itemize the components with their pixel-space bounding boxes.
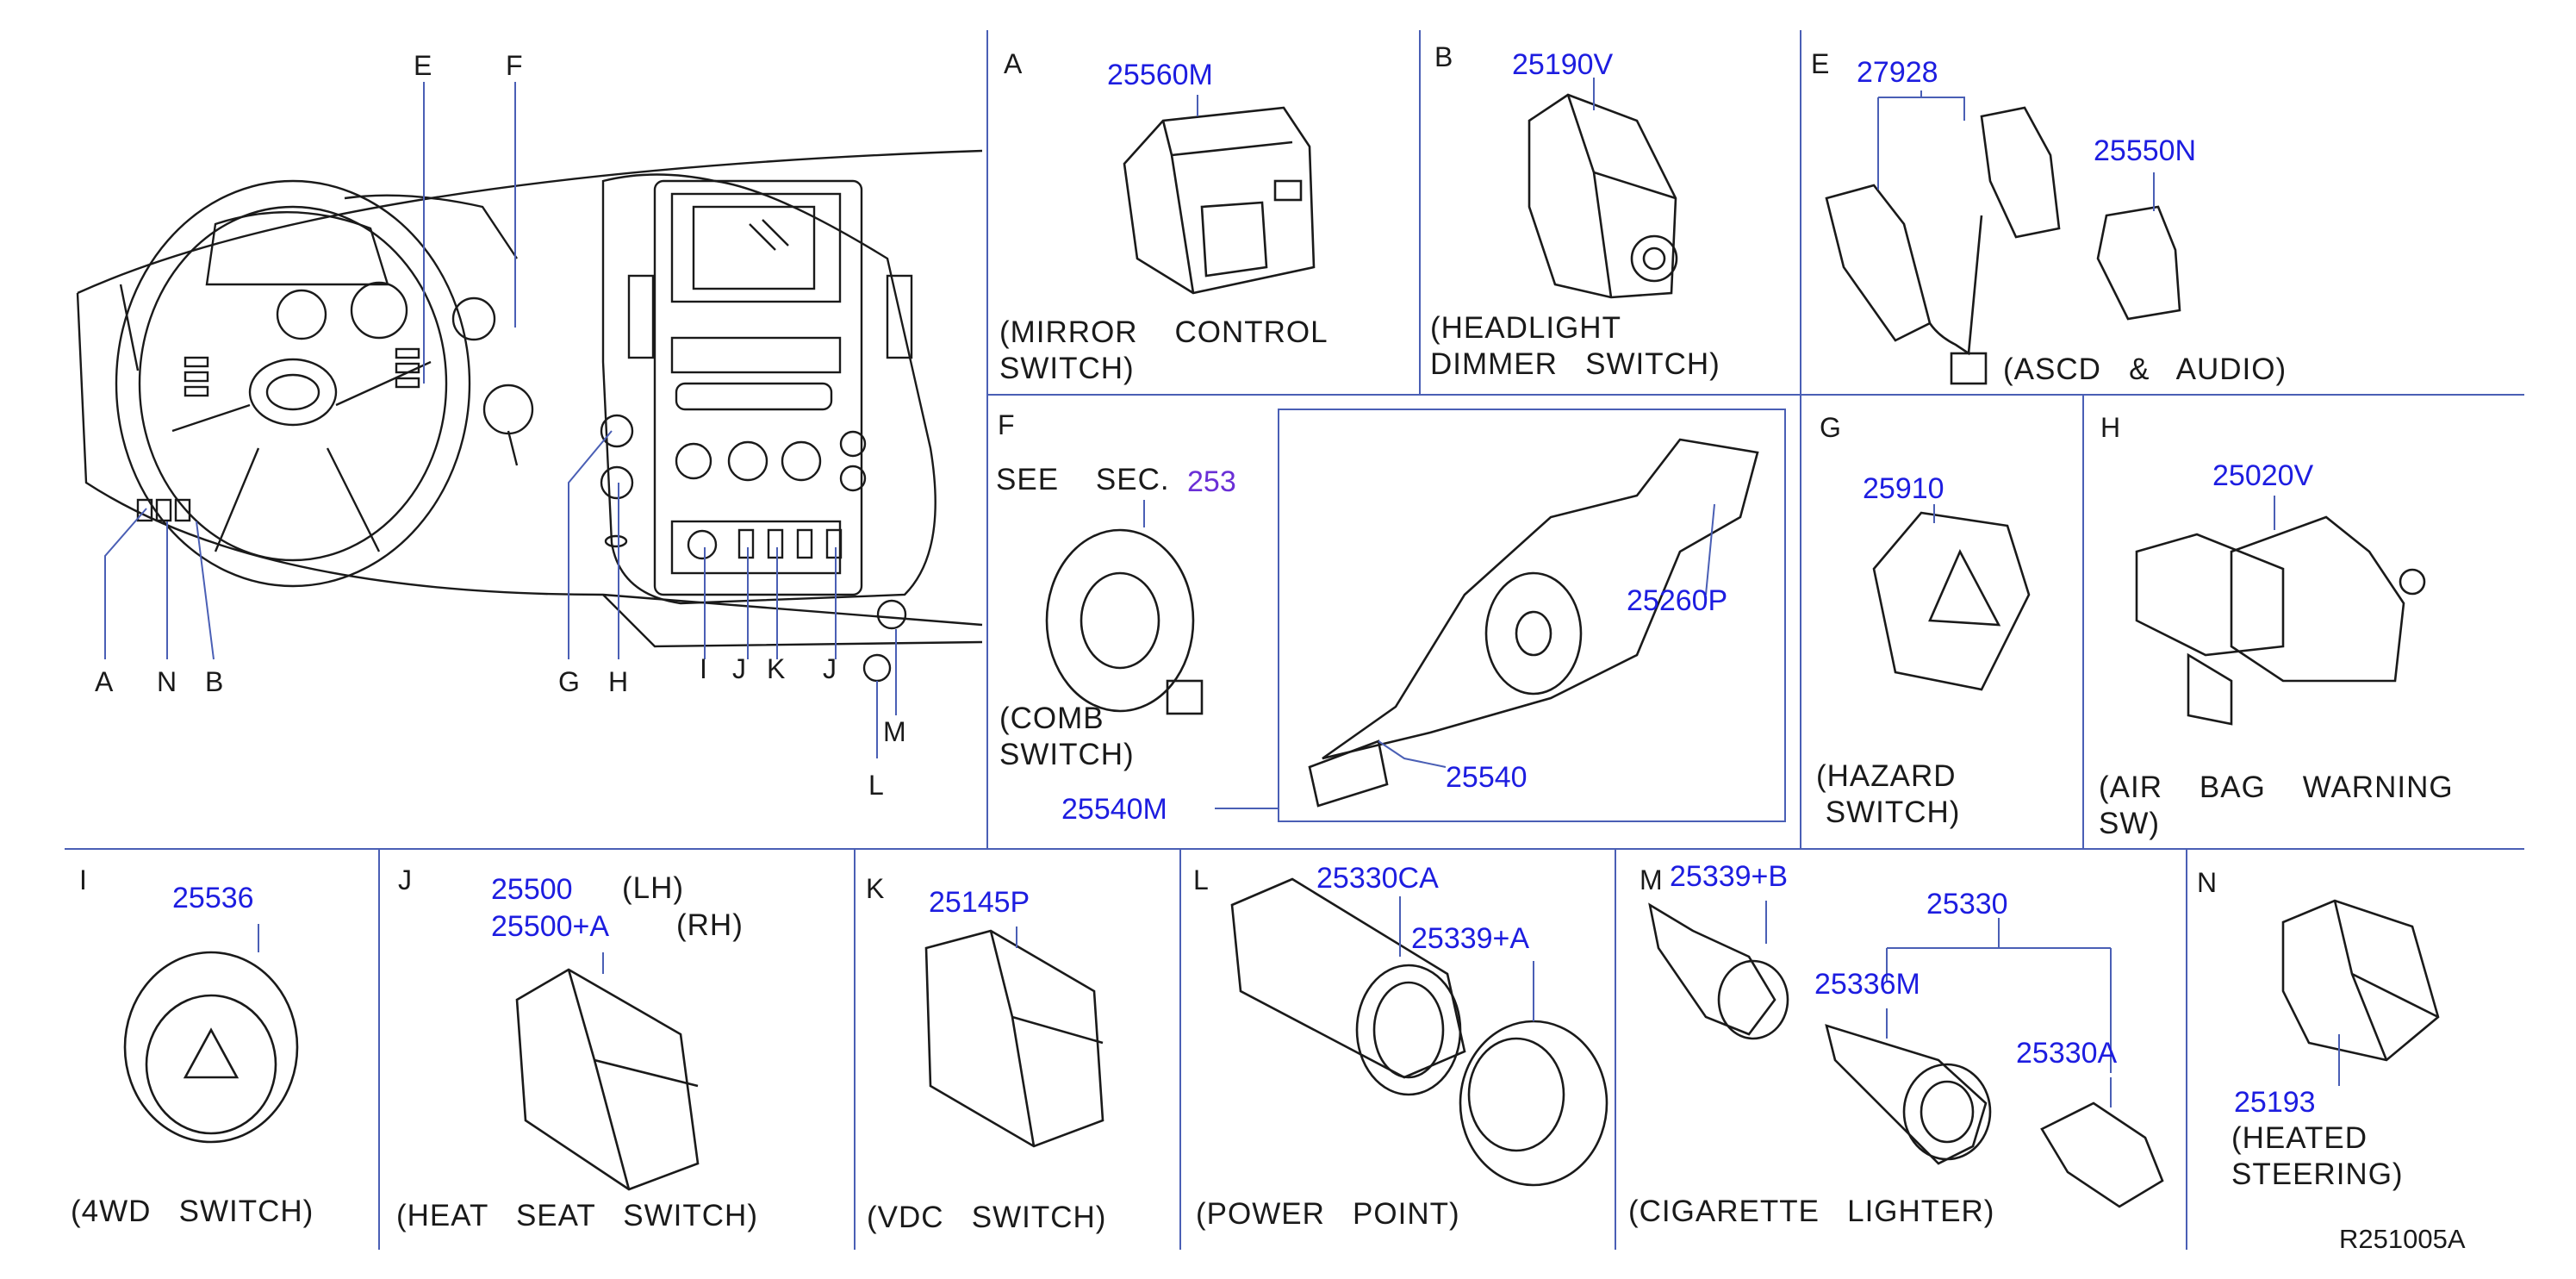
section-i-caption: (4WD SWITCH) — [71, 1195, 314, 1228]
section-f-part-25540: 25540 — [1446, 761, 1528, 794]
section-k-letter: K — [866, 873, 885, 904]
section-a-caption: (MIRROR CONTROL SWITCH) — [999, 315, 1328, 385]
section-h-letter: H — [2100, 412, 2121, 443]
overview-letter-j1: J — [732, 653, 746, 684]
section-f-section-number: 253 — [1187, 465, 1236, 498]
section-h-caption: (AIR BAG WARNING SW) — [2099, 771, 2454, 840]
section-i-letter: I — [79, 864, 87, 895]
section-l-caption: (POWER POINT) — [1196, 1197, 1460, 1231]
overview-letter-a: A — [95, 666, 114, 697]
section-l-letter: L — [1193, 864, 1209, 895]
section-m-caption: (CIGARETTE LIGHTER) — [1628, 1195, 1995, 1228]
section-m-part-25330a: 25330A — [2016, 1037, 2118, 1070]
section-n-part-number: 25193 — [2234, 1086, 2316, 1119]
section-f-part-25540m: 25540M — [1061, 793, 1167, 826]
section-n-letter: N — [2197, 867, 2218, 898]
overview-letter-i: I — [700, 653, 707, 684]
panel-grid — [65, 30, 2524, 1250]
section-i-part-number: 25536 — [172, 882, 254, 914]
section-e-part-25550n: 25550N — [2094, 134, 2197, 167]
section-f-see-section: SEE SEC. — [996, 463, 1170, 496]
overview-letter-b: B — [205, 666, 224, 697]
section-j-part-lh: 25500 — [491, 873, 573, 906]
section-b-part-number: 25190V — [1512, 48, 1614, 81]
section-j-part-rh: 25500+A — [491, 910, 610, 943]
section-j-lh-label: (LH) — [622, 871, 685, 905]
overview-letter-m: M — [883, 716, 906, 747]
section-m-part-25339b: 25339+B — [1670, 860, 1789, 893]
section-a-letter: A — [1004, 48, 1023, 79]
section-k-caption: (VDC SWITCH) — [867, 1201, 1107, 1234]
section-m-part-25330: 25330 — [1926, 888, 2008, 920]
part-leader-lines — [258, 78, 2340, 1107]
section-h-part-number: 25020V — [2212, 459, 2314, 492]
section-f-caption: (COMB SWITCH) — [999, 702, 1135, 771]
section-l-part-25330ca: 25330CA — [1316, 862, 1439, 895]
section-m-part-25336m: 25336M — [1814, 968, 1920, 1001]
section-b-caption: (HEADLIGHT DIMMER SWITCH) — [1430, 311, 1720, 381]
section-f-letter: F — [998, 409, 1015, 440]
reference-code: R251005A — [2339, 1224, 2466, 1254]
section-b-letter: B — [1434, 41, 1453, 72]
section-g-caption: (HAZARD SWITCH) — [1816, 759, 1961, 829]
overview-letter-l: L — [868, 770, 884, 801]
overview-letter-f: F — [506, 50, 523, 81]
overview-letter-j2: J — [823, 653, 837, 684]
overview-letter-e: E — [414, 50, 432, 81]
section-k-part-number: 25145P — [929, 886, 1030, 919]
section-j-rh-label: (RH) — [676, 908, 744, 942]
part-illustrations — [123, 93, 2440, 1208]
dashboard-leader-lines — [104, 82, 897, 758]
section-f-part-25260p: 25260P — [1627, 584, 1728, 617]
overview-letter-n: N — [157, 666, 177, 697]
section-g-part-number: 25910 — [1863, 472, 1944, 505]
section-m-letter: M — [1640, 864, 1663, 895]
section-g-letter: G — [1820, 412, 1841, 443]
section-n-caption: (HEATED STEERING) — [2231, 1121, 2404, 1191]
dashboard-illustration — [76, 149, 983, 683]
section-a-part-number: 25560M — [1107, 59, 1213, 91]
section-e-caption: (ASCD & AUDIO) — [2003, 353, 2287, 386]
overview-letter-h: H — [608, 666, 629, 697]
section-e-part-27928: 27928 — [1857, 56, 1938, 89]
section-e-letter: E — [1811, 48, 1830, 79]
overview-letter-g: G — [558, 666, 580, 697]
overview-letter-k: K — [767, 653, 786, 684]
section-l-part-25339a: 25339+A — [1411, 922, 1530, 955]
section-j-caption: (HEAT SEAT SWITCH) — [396, 1199, 758, 1232]
section-j-letter: J — [398, 864, 412, 895]
